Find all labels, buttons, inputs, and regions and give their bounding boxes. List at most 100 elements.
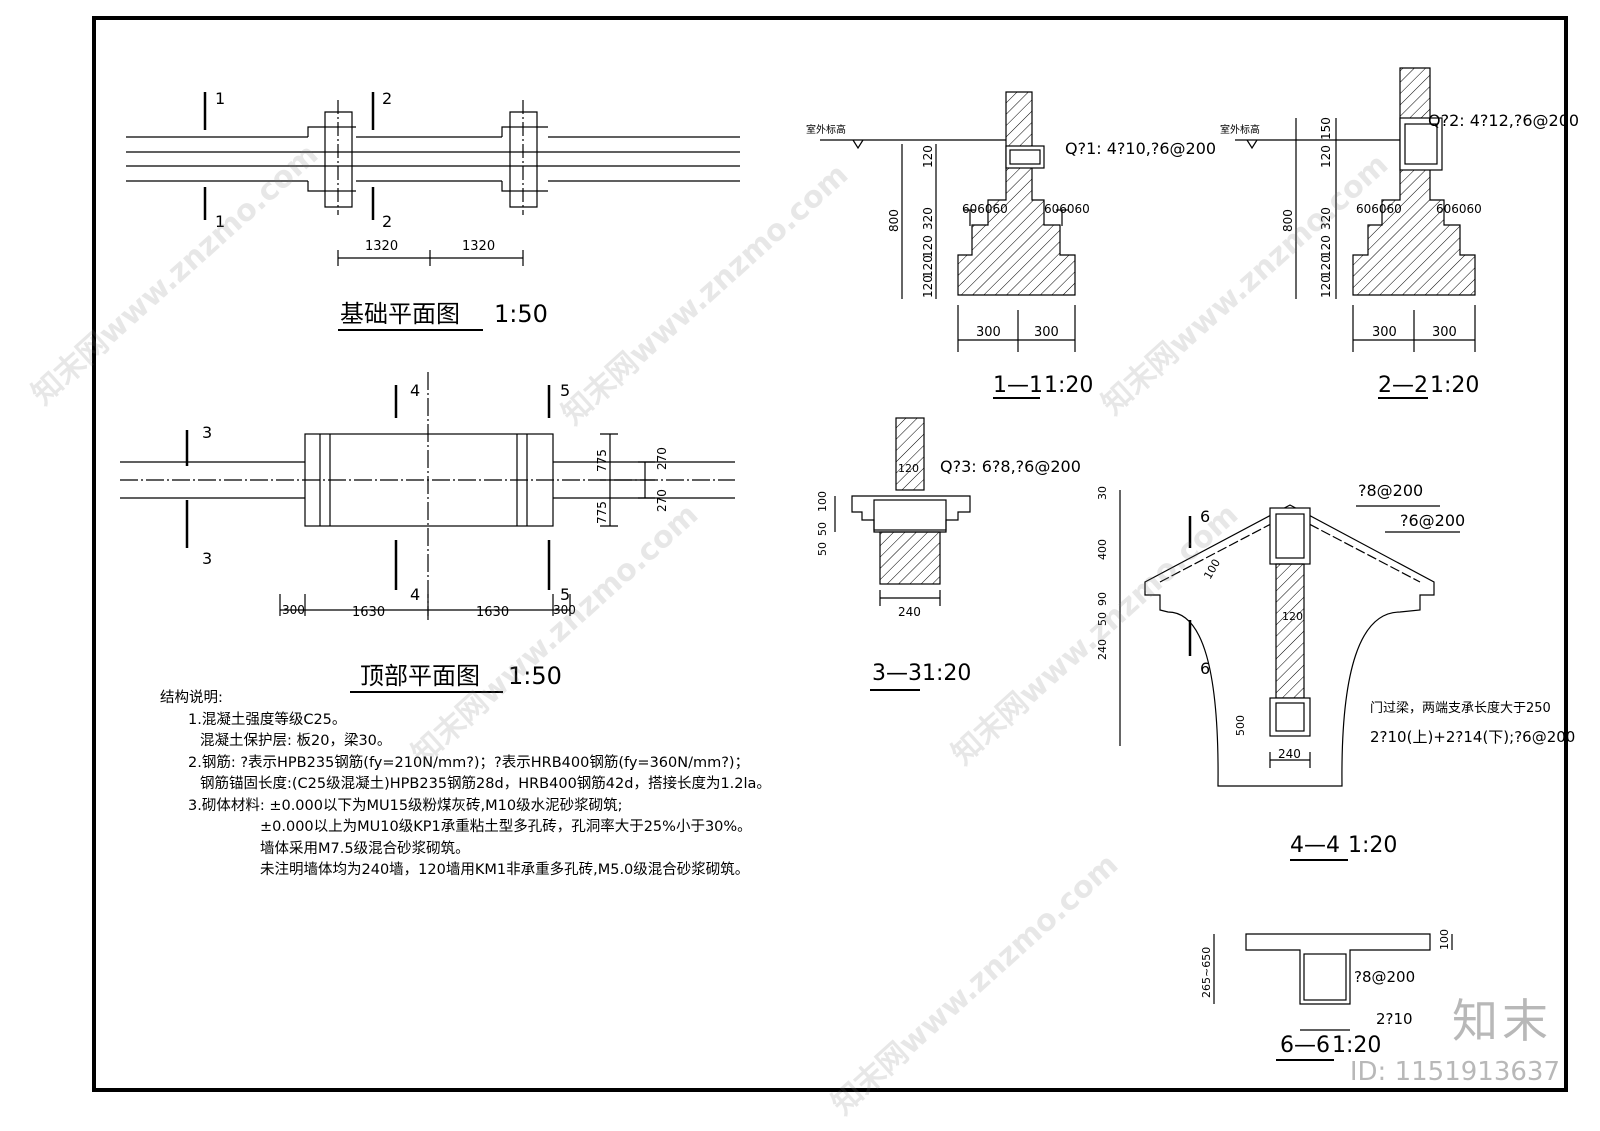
sec2-dim-300-right: 300	[1432, 325, 1457, 340]
dim-270-bottom: 270	[655, 489, 669, 512]
section-mark-3a: 3	[202, 423, 212, 442]
sec2-step-label-right: 606060	[1436, 202, 1482, 216]
sec2-beam-label: Q?2: 4?12,?6@200	[1428, 111, 1579, 130]
sec2-dim-150: 150	[1319, 117, 1333, 140]
sec4-slope-dim: 100	[1201, 557, 1223, 582]
section-1-1	[820, 91, 1076, 399]
sec2-dim-320: 320	[1319, 207, 1333, 230]
section-6-6	[1213, 933, 1453, 1061]
foundation-plan-scale: 1:50	[494, 300, 548, 328]
sec4-wall-dim: 120	[1282, 610, 1303, 623]
foundation-plan-title: 基础平面图	[340, 300, 460, 328]
note-line: ±0.000以上为MU10级KP1承重粘土型多孔砖，孔洞率大于25%小于30%。	[260, 819, 752, 835]
sec3-beam-label: Q?3: 6?8,?6@200	[940, 457, 1081, 476]
foundation-plan	[126, 92, 740, 331]
sec3-dim-50-a: 50	[816, 522, 829, 536]
sec2-title: 2—2	[1378, 373, 1428, 398]
section-mark-1a: 1	[215, 89, 225, 108]
dim-300-right: 300	[553, 603, 576, 617]
sec1-dim-120-d: 120	[921, 275, 935, 298]
brand-logo: 知末	[1452, 994, 1552, 1048]
sec2-dim-120-c: 120	[1319, 255, 1333, 278]
sec4-dim-500: 500	[1234, 715, 1247, 736]
sec3-title: 3—3	[872, 661, 922, 686]
sec1-step-label-left: 606060	[962, 202, 1008, 216]
sec2-step-label-left: 606060	[1356, 202, 1402, 216]
section-mark-4b: 4	[410, 585, 420, 604]
section-mark-1b: 1	[215, 212, 225, 231]
sec4-dim-240: 240	[1096, 639, 1109, 660]
sec6-stirrup: ?8@200	[1354, 968, 1415, 986]
sec4-dim-30: 30	[1096, 486, 1109, 500]
sec4-rebar-side: ?6@200	[1400, 511, 1465, 530]
dim-270-top: 270	[655, 447, 669, 470]
sec4-dim-50-a: 50	[1096, 612, 1109, 626]
sec4-dim-400: 400	[1096, 539, 1109, 560]
sec2-dim-120-a: 120	[1319, 145, 1333, 168]
note-line: 2.钢筋: ?表示HPB235钢筋(fy=210N/mm?)；?表示HRB400…	[188, 754, 750, 771]
sec1-title: 1—1	[993, 373, 1043, 398]
sec6-title: 6—6	[1280, 1033, 1330, 1058]
sec2-grade-label: 室外标高	[1220, 123, 1260, 136]
sec1-dim-120-b: 120	[921, 235, 935, 258]
sec3-dim-50-b: 50	[816, 542, 829, 556]
top-plan-title: 顶部平面图	[360, 662, 480, 690]
section-4-4	[1119, 490, 1460, 861]
sec6-bars: 2?10	[1376, 1010, 1413, 1028]
sec2-dim-total: 800	[1281, 209, 1295, 232]
note-line: 混凝土保护层: 板20，梁30。	[200, 733, 392, 749]
sec4-dim-90: 90	[1096, 592, 1109, 606]
sec1-beam-label: Q?1: 4?10,?6@200	[1065, 139, 1216, 158]
section-mark-2a: 2	[382, 89, 392, 108]
section-mark-5b: 5	[560, 585, 570, 604]
dim-1320-b: 1320	[462, 239, 495, 254]
top-plan-scale: 1:50	[508, 662, 562, 690]
sec6-slab: 100	[1438, 929, 1451, 950]
sec4-rebar-top: ?8@200	[1358, 481, 1423, 500]
sec1-dim-300-right: 300	[1034, 325, 1059, 340]
sec2-dim-300-left: 300	[1372, 325, 1397, 340]
sheet-frame	[92, 16, 1568, 1092]
sec1-dim-120-c: 120	[921, 255, 935, 278]
notes-heading: 结构说明:	[160, 690, 223, 706]
note-line: 1.混凝土强度等级C25。	[188, 711, 347, 728]
sec1-grade-label: 室外标高	[806, 123, 846, 136]
section-mark-6a: 6	[1200, 507, 1210, 526]
top-plan	[120, 372, 735, 693]
dim-300-left: 300	[282, 603, 305, 617]
dim-1320-a: 1320	[365, 239, 398, 254]
sec3-width: 240	[898, 605, 921, 619]
dim-1630-left: 1630	[352, 605, 385, 620]
sec1-scale: 1:20	[1044, 373, 1093, 398]
note-line: 未注明墙体均为240墙，120墙用KM1非承重多孔砖,M5.0级混合砂浆砌筑。	[260, 862, 750, 878]
sec1-dim-300-left: 300	[976, 325, 1001, 340]
sec2-dim-120-b: 120	[1319, 235, 1333, 258]
sec1-dim-120-a: 120	[921, 145, 935, 168]
sec2-dim-120-d: 120	[1319, 275, 1333, 298]
sec1-step-label-right: 606060	[1044, 202, 1090, 216]
section-mark-3b: 3	[202, 549, 212, 568]
sec4-lintel-note: 门过梁，两端支承长度大于250	[1370, 700, 1551, 716]
sec3-scale: 1:20	[922, 661, 971, 686]
image-id: ID: 1151913637	[1349, 1057, 1560, 1087]
section-mark-5a: 5	[560, 381, 570, 400]
sec6-height: 265~650	[1200, 947, 1213, 998]
section-3-3	[834, 417, 971, 691]
sec3-dim-100: 100	[816, 491, 829, 512]
dim-775-bottom: 775	[595, 501, 609, 524]
section-mark-2b: 2	[382, 212, 392, 231]
section-mark-4a: 4	[410, 381, 420, 400]
sec4-scale: 1:20	[1348, 833, 1397, 858]
note-line: 3.砌体材料: ±0.000以下为MU15级粉煤灰砖,M10级水泥砂浆砌筑;	[188, 797, 623, 814]
note-line: 钢筋锚固长度:(C25级混凝土)HPB235钢筋28d，HRB400钢筋42d，…	[200, 776, 771, 792]
sec2-scale: 1:20	[1430, 373, 1479, 398]
sec4-lintel-rebar: 2?10(上)+2?14(下);?6@200	[1370, 728, 1575, 746]
sec4-title: 4—4	[1290, 833, 1340, 858]
dim-1630-right: 1630	[476, 605, 509, 620]
sec6-scale: 1:20	[1332, 1033, 1381, 1058]
sec1-dim-320: 320	[921, 207, 935, 230]
section-2-2	[1235, 67, 1476, 399]
dim-775-top: 775	[595, 449, 609, 472]
sec4-width: 240	[1278, 747, 1301, 761]
